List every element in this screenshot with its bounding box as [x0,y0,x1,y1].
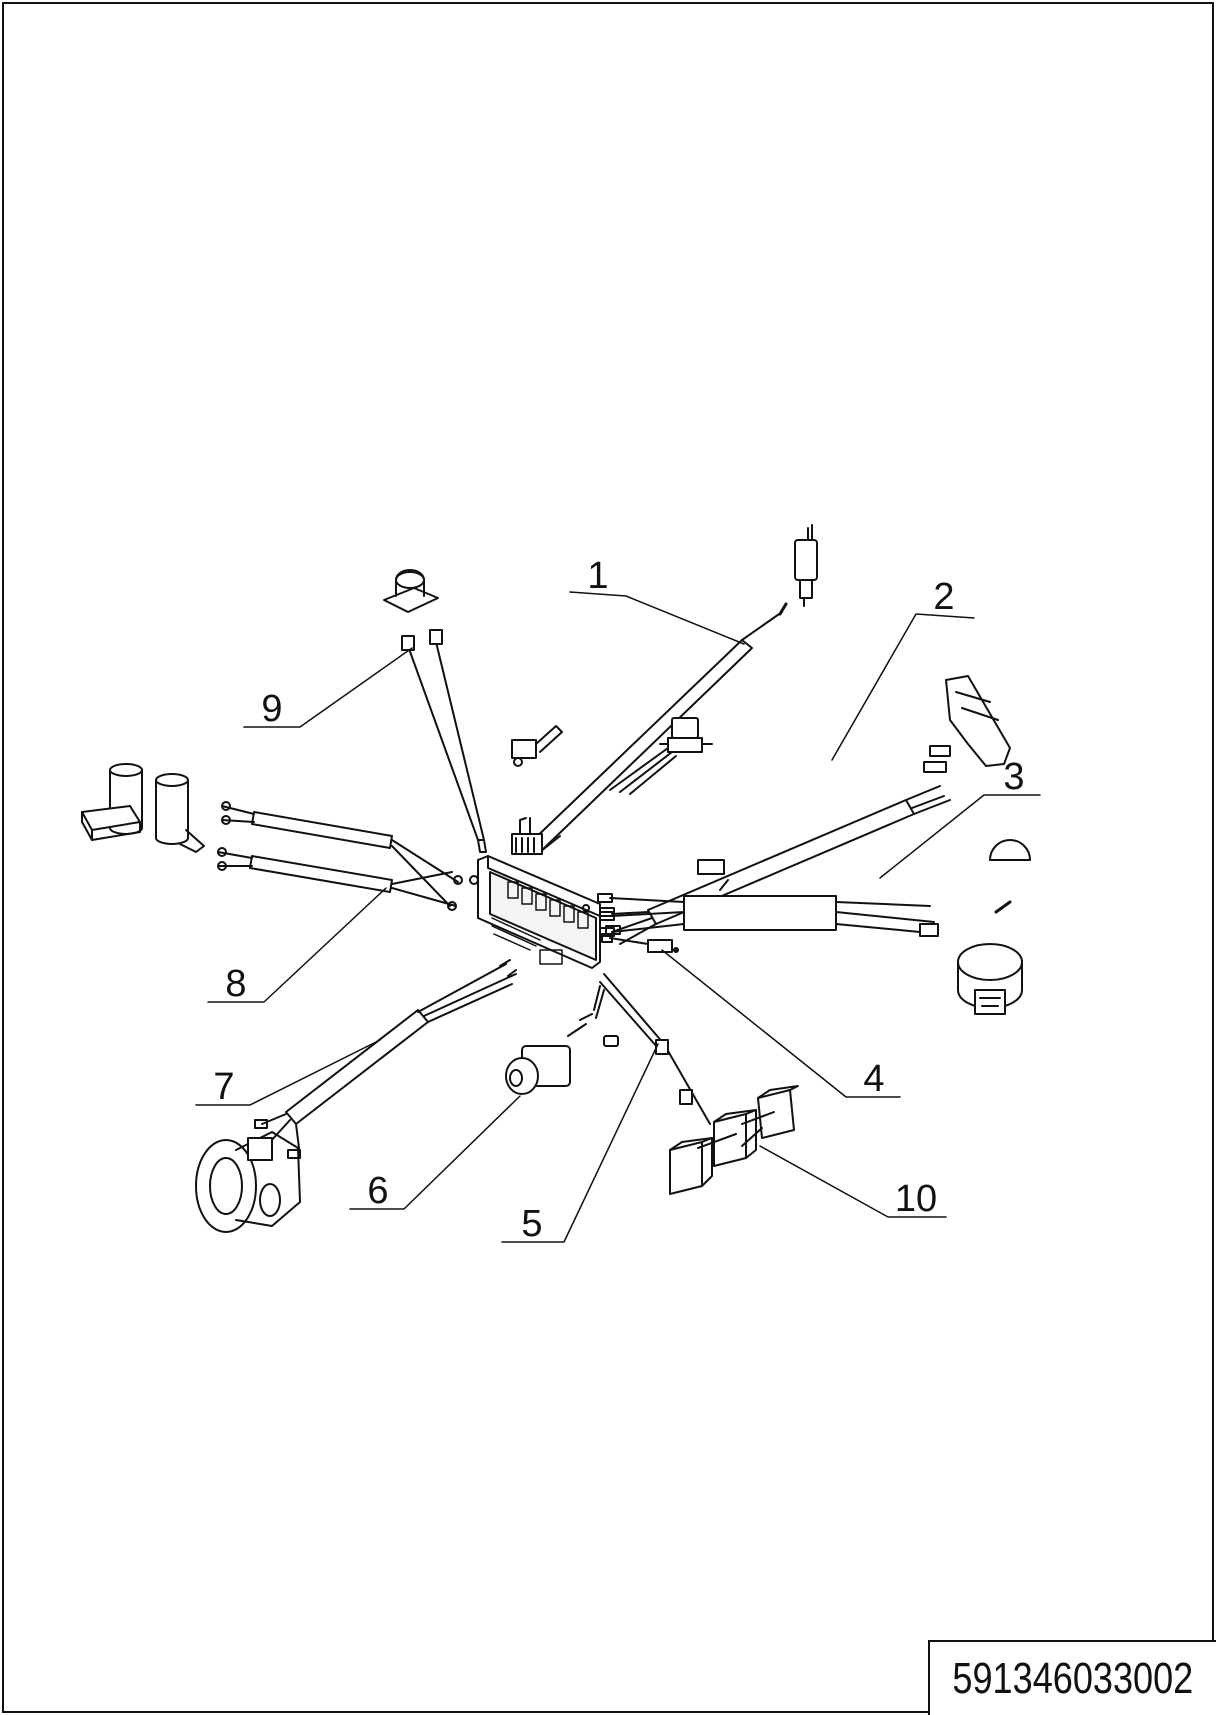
leader-2 [831,613,975,761]
callout-8: 8 [225,963,246,1005]
capacitors [81,763,205,853]
drawing-number: 591346033002 [952,1653,1194,1703]
callout-3: 3 [1003,756,1024,798]
callout-5: 5 [521,1203,542,1245]
callout-6: 6 [367,1170,388,1212]
control-panel-board [923,675,1011,773]
leader-5 [501,1043,659,1243]
sensor-mount [383,569,439,613]
drawing-number-box: 591346033002 [928,1640,1216,1715]
item-8-harness [217,801,463,911]
motor-controller [469,855,601,969]
leader-lines [195,591,1041,1243]
item-1-harness [511,602,788,855]
item-9-lead [401,629,487,853]
item-10-batteries [669,1085,799,1195]
item-5-lead [593,973,711,1125]
callout-2: 2 [933,576,954,618]
leader-6 [349,1095,521,1210]
drive-wheel-motor [195,1131,301,1233]
leader-9 [243,647,413,728]
callout-1: 1 [587,555,608,597]
callout-7: 7 [213,1066,234,1108]
item-7-harness [254,959,517,1159]
leader-10 [759,1145,947,1218]
callout-10: 10 [895,1178,937,1220]
item-3-harness [597,893,939,937]
sensor-small [511,725,563,767]
item-6-key-switch [505,1013,619,1095]
leader-1 [569,591,745,645]
vacuum-motor [957,839,1031,1015]
leader-7 [195,1039,381,1106]
callout-9: 9 [261,688,282,730]
callout-4: 4 [863,1058,884,1100]
leader-8 [207,887,387,1003]
item-4-connector [601,933,679,953]
linear-actuator [794,524,818,607]
leader-4 [661,949,901,1098]
leader-3 [879,794,1041,879]
solenoid-valve [659,717,713,753]
item-2-harness [599,785,951,945]
